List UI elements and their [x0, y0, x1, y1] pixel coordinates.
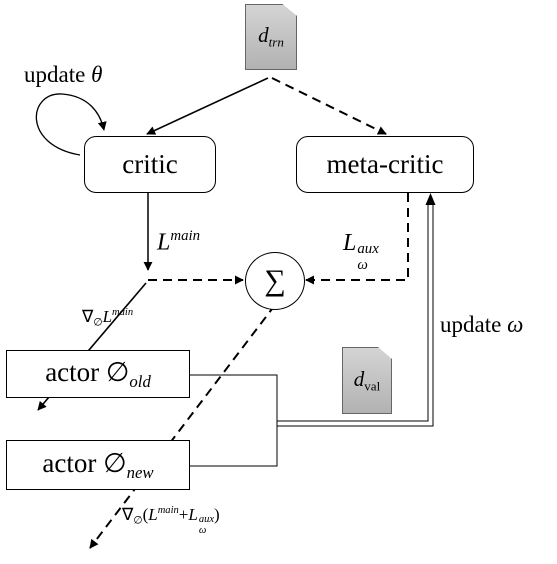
critic-node: critic: [84, 136, 216, 193]
actor-old-bracket: [190, 374, 278, 423]
update-omega-label: update ω: [440, 312, 524, 337]
meta-critic-node: meta-critic: [296, 136, 474, 193]
val-data-doc-icon: dval: [342, 347, 392, 414]
val-data-label: dval: [353, 366, 381, 394]
aux-to-sum-arrow: [305, 193, 409, 285]
actor-new-label: actor ∅new: [42, 447, 154, 482]
train-to-critic-arrow: [146, 77, 269, 135]
train-data-doc-icon: dtrn: [245, 4, 297, 70]
grad-main-label: ∇∅Lmain: [82, 307, 134, 329]
actor-new-bracket: [190, 423, 278, 467]
sum-symbol: ∑: [264, 264, 286, 297]
update-theta-loop-arrow: [35, 93, 107, 156]
actor-old-label: actor ∅old: [45, 356, 151, 391]
grad-total-arrow: [89, 304, 276, 549]
update-omega-arrowhead: [425, 193, 436, 205]
sum-node: ∑: [245, 252, 305, 310]
update-omega-line-a: [277, 205, 429, 422]
actor-new-node: actor ∅new: [6, 440, 190, 490]
update-omega-line-b: [277, 205, 434, 427]
meta-critic-label: meta-critic: [326, 149, 444, 179]
update-theta-label: update θ: [24, 62, 103, 87]
train-data-label: dtrn: [258, 23, 284, 50]
actor-old-node: actor ∅old: [6, 350, 190, 398]
l-main-label: Lmain: [157, 228, 201, 256]
critic-label: critic: [122, 149, 178, 179]
train-to-meta-critic-arrow: [271, 77, 387, 135]
